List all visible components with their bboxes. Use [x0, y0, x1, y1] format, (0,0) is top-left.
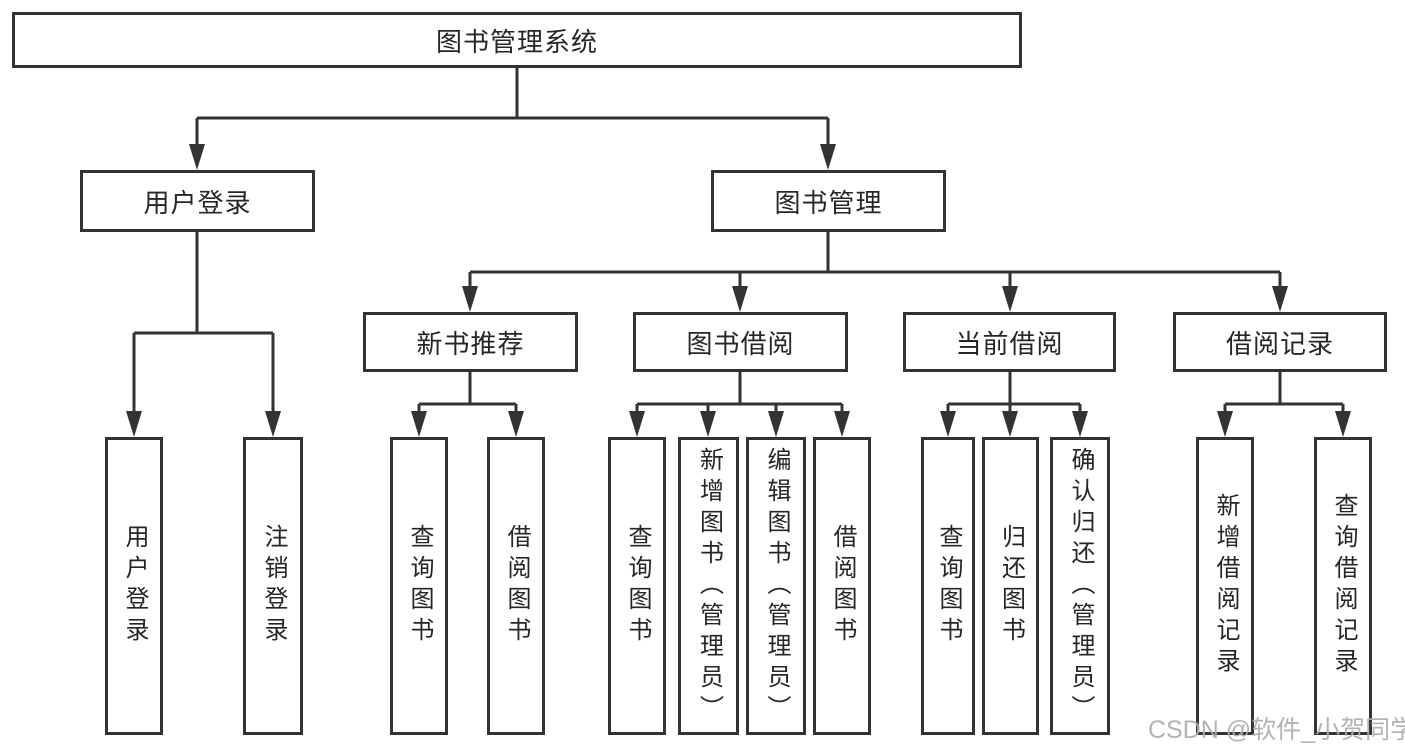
node-label: 借阅图书 — [829, 524, 856, 648]
node-book-management: 图书管理 — [711, 170, 946, 232]
node-label: 查询图书 — [406, 524, 433, 648]
leaf-query-books-2: 查询图书 — [608, 437, 666, 735]
node-label: 确认归还（管理员） — [1067, 446, 1094, 726]
node-book-borrowing: 图书借阅 — [633, 312, 848, 372]
node-label: 查询图书 — [935, 524, 962, 648]
node-root: 图书管理系统 — [12, 12, 1022, 68]
node-label: 图书管理系统 — [435, 26, 598, 57]
node-borrowing-records: 借阅记录 — [1173, 312, 1387, 372]
node-label: 注销登录 — [260, 524, 287, 648]
node-label: 新增图书（管理员） — [695, 446, 723, 726]
node-label: 图书借阅 — [686, 328, 795, 359]
node-label: 查询图书 — [624, 524, 651, 648]
leaf-add-borrow-record: 新增借阅记录 — [1196, 437, 1254, 735]
node-label: 查询借阅记录 — [1330, 493, 1357, 679]
node-label: 用户登录 — [143, 187, 252, 218]
watermark-text: CSDN @软件_小贺同学 — [1148, 716, 1405, 744]
node-label: 新书推荐 — [416, 328, 525, 359]
leaf-query-borrow-record: 查询借阅记录 — [1314, 437, 1372, 735]
leaf-query-books-3: 查询图书 — [921, 437, 975, 735]
leaf-logout: 注销登录 — [243, 437, 303, 735]
leaf-return-books: 归还图书 — [982, 437, 1039, 735]
leaf-query-books-1: 查询图书 — [390, 437, 448, 735]
node-label: 新增借阅记录 — [1212, 493, 1239, 679]
leaf-add-books-admin: 新增图书（管理员） — [678, 437, 739, 735]
node-label: 借阅图书 — [503, 524, 530, 648]
node-label: 编辑图书（管理员） — [763, 446, 790, 726]
leaf-user-login: 用户登录 — [105, 437, 163, 735]
node-label: 图书管理 — [774, 187, 883, 218]
node-label: 用户登录 — [121, 524, 148, 648]
node-user-login: 用户登录 — [80, 170, 315, 232]
leaf-borrow-books-2: 借阅图书 — [813, 437, 871, 735]
leaf-edit-books-admin: 编辑图书（管理员） — [746, 437, 806, 735]
leaf-borrow-books-1: 借阅图书 — [487, 437, 545, 735]
node-new-book-recommendation: 新书推荐 — [363, 312, 578, 372]
node-label: 归还图书 — [997, 524, 1025, 648]
node-label: 当前借阅 — [955, 328, 1064, 359]
node-label: 借阅记录 — [1225, 328, 1334, 359]
leaf-confirm-return-admin: 确认归还（管理员） — [1050, 437, 1110, 735]
node-current-borrowing: 当前借阅 — [903, 312, 1116, 372]
